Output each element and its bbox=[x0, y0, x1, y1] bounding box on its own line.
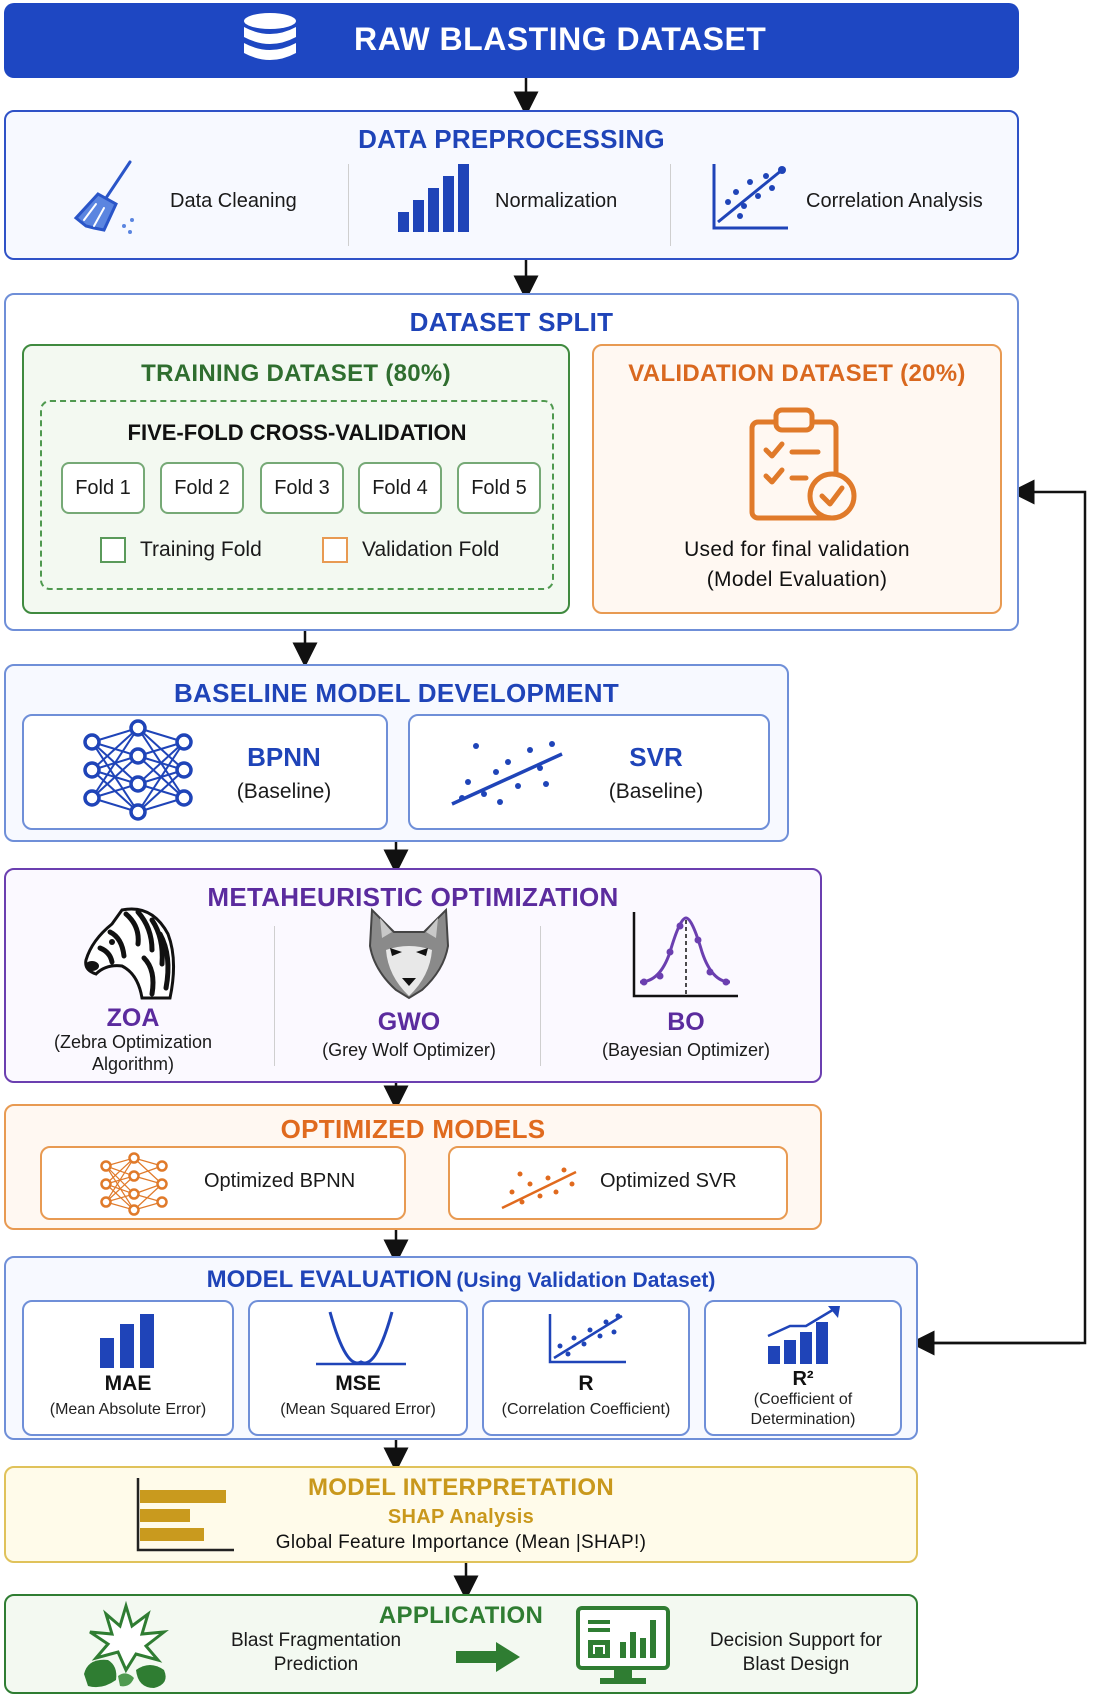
cross-validation-title: FIVE-FOLD CROSS-VALIDATION bbox=[127, 420, 467, 445]
gwo-name: GWO bbox=[377, 1008, 441, 1036]
evaluation-subtitle: (Using Validation Dataset) bbox=[456, 1269, 716, 1292]
neural-network-icon bbox=[83, 719, 193, 821]
dataset-header-title: RAW BLASTING DATASET bbox=[354, 21, 767, 57]
correlation-analysis-label: Correlation Analysis bbox=[806, 190, 983, 212]
fold-3: Fold 3 bbox=[260, 462, 344, 514]
gwo-desc: (Grey Wolf Optimizer) bbox=[322, 1040, 496, 1060]
metric-card-r: R (Correlation Coefficient) bbox=[482, 1300, 690, 1436]
fold-4: Fold 4 bbox=[358, 462, 442, 514]
neural-network-icon-orange bbox=[100, 1152, 168, 1216]
wolf-icon bbox=[368, 907, 450, 1000]
preprocessing-title: DATA PREPROCESSING bbox=[358, 124, 665, 154]
mae-name: MAE bbox=[104, 1372, 152, 1395]
svr-baseline-card: SVR (Baseline) bbox=[408, 714, 770, 830]
clipboard-check-icon bbox=[749, 407, 857, 521]
svr-baseline-sub: (Baseline) bbox=[608, 780, 704, 803]
r2-name: R² bbox=[792, 1368, 814, 1390]
validation-dataset-box: VALIDATION DATASET (20%) Used for final … bbox=[592, 344, 1002, 614]
optimized-title: OPTIMIZED MODELS bbox=[280, 1114, 546, 1144]
bar-chart-icon bbox=[100, 1314, 154, 1368]
interpretation-subtitle: SHAP Analysis bbox=[387, 1506, 535, 1528]
regression-line-icon bbox=[451, 741, 563, 806]
r2-desc-line1: (Coefficient of bbox=[753, 1391, 853, 1408]
optimized-bpnn-card: Optimized BPNN bbox=[40, 1146, 406, 1220]
bpnn-baseline-name: BPNN bbox=[247, 742, 321, 772]
application-item2-line2: Blast Design bbox=[742, 1654, 850, 1675]
svr-baseline-name: SVR bbox=[629, 742, 683, 772]
scatter-plot-icon bbox=[712, 164, 788, 230]
bpnn-baseline-sub: (Baseline) bbox=[236, 780, 332, 803]
bo-desc: (Bayesian Optimizer) bbox=[601, 1040, 771, 1060]
training-fold-swatch bbox=[100, 537, 126, 563]
validation-dataset-title: VALIDATION DATASET (20%) bbox=[628, 360, 966, 387]
monitor-dashboard-icon bbox=[576, 1606, 670, 1684]
r-name: R bbox=[578, 1372, 594, 1395]
mae-desc: (Mean Absolute Error) bbox=[49, 1401, 207, 1418]
regression-line-icon-orange bbox=[501, 1167, 577, 1210]
metric-card-mse: MSE (Mean Squared Error) bbox=[248, 1300, 468, 1436]
cross-validation-box bbox=[40, 400, 554, 590]
interpretation-panel: MODEL INTERPRETATION SHAP Analysis Globa… bbox=[4, 1466, 918, 1563]
data-cleaning-label: Data Cleaning bbox=[170, 190, 297, 212]
mse-desc: (Mean Squared Error) bbox=[280, 1401, 436, 1418]
mse-name: MSE bbox=[335, 1372, 381, 1395]
optimized-svr-card: Optimized SVR bbox=[448, 1146, 788, 1220]
preprocessing-panel: DATA PREPROCESSING Data Cleaning Normali… bbox=[4, 110, 1019, 260]
application-title: APPLICATION bbox=[378, 1602, 544, 1629]
application-panel: APPLICATION Blast Fragmentation Predicti… bbox=[4, 1594, 918, 1694]
blast-rocks-icon bbox=[84, 1600, 169, 1688]
r2-desc-line2: Determination) bbox=[750, 1411, 856, 1428]
scatter-plot-icon bbox=[548, 1313, 626, 1364]
optimized-bpnn-label: Optimized BPNN bbox=[204, 1170, 356, 1192]
broom-icon bbox=[73, 160, 134, 234]
validation-fold-swatch bbox=[322, 537, 348, 563]
zoa-desc-line2: Algorithm) bbox=[91, 1054, 175, 1074]
validation-usage-line1: Used for final validation bbox=[684, 538, 910, 561]
metric-card-mae: MAE (Mean Absolute Error) bbox=[22, 1300, 234, 1436]
zoa-desc-line1: (Zebra Optimization bbox=[53, 1032, 213, 1052]
r-desc: (Correlation Coefficient) bbox=[501, 1401, 671, 1418]
growth-chart-icon bbox=[767, 1306, 840, 1364]
right-arrow-icon bbox=[456, 1642, 520, 1672]
parabola-icon bbox=[316, 1311, 406, 1366]
bar-chart-icon bbox=[398, 164, 469, 232]
metric-card-r2: R² (Coefficient of Determination) bbox=[704, 1300, 902, 1436]
interpretation-detail: Global Feature Importance (Mean |SHAP!) bbox=[275, 1532, 647, 1553]
baseline-title: BASELINE MODEL DEVELOPMENT bbox=[173, 678, 620, 708]
normalization-label: Normalization bbox=[495, 190, 618, 212]
dataset-split-title: DATASET SPLIT bbox=[409, 307, 614, 337]
zoa-name: ZOA bbox=[106, 1004, 160, 1032]
dataset-header: RAW BLASTING DATASET bbox=[4, 3, 1019, 78]
shap-bar-chart-icon bbox=[136, 1478, 234, 1552]
bpnn-baseline-card: BPNN (Baseline) bbox=[22, 714, 388, 830]
application-item1-line2: Prediction bbox=[273, 1654, 359, 1675]
validation-usage-line2: (Model Evaluation) bbox=[706, 568, 888, 591]
application-item2-line1: Decision Support for bbox=[709, 1630, 883, 1651]
fold-2: Fold 2 bbox=[160, 462, 244, 514]
database-icon bbox=[244, 13, 296, 60]
metaheuristic-title: METAHEURISTIC OPTIMIZATION bbox=[207, 882, 619, 912]
fold-1: Fold 1 bbox=[61, 462, 145, 514]
evaluation-heading: MODEL EVALUATION (Using Validation Datas… bbox=[6, 1266, 916, 1294]
application-item1-line1: Blast Fragmentation bbox=[230, 1630, 402, 1651]
bayesian-curve-icon bbox=[632, 912, 738, 998]
interpretation-title: MODEL INTERPRETATION bbox=[308, 1474, 614, 1501]
optimized-svr-label: Optimized SVR bbox=[600, 1170, 737, 1192]
training-fold-legend: Training Fold bbox=[140, 538, 262, 561]
fold-5: Fold 5 bbox=[457, 462, 541, 514]
bo-name: BO bbox=[667, 1008, 705, 1036]
validation-fold-legend: Validation Fold bbox=[362, 538, 500, 561]
evaluation-title: MODEL EVALUATION bbox=[206, 1266, 452, 1293]
zebra-icon bbox=[84, 907, 176, 1000]
training-dataset-title: TRAINING DATASET (80%) bbox=[141, 360, 451, 387]
